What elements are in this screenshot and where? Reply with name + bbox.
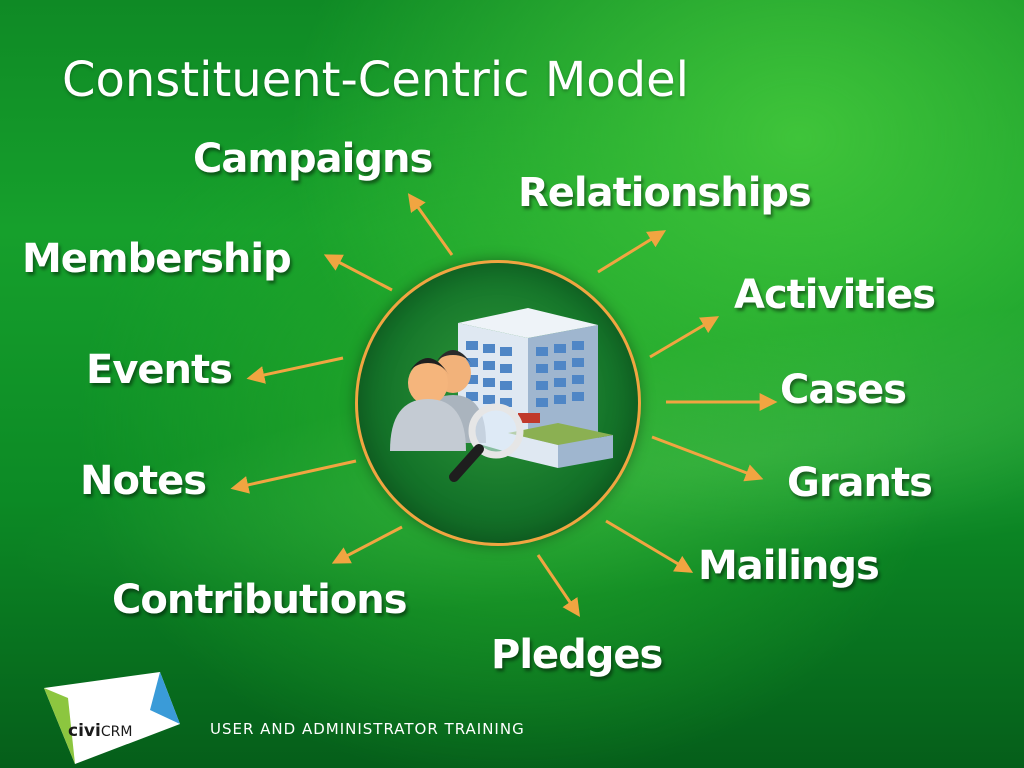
module-label-cases: Cases xyxy=(780,367,907,413)
module-label-contributions: Contributions xyxy=(112,577,408,623)
logo-civi: civi xyxy=(68,721,101,741)
arrow-to-events xyxy=(246,356,344,384)
module-label-activities: Activities xyxy=(734,272,936,318)
hub-circle xyxy=(355,260,641,546)
footer-text: USER AND ADMINISTRATOR TRAINING xyxy=(210,720,525,738)
civicrm-logo-text: civiCRM xyxy=(68,721,132,741)
arrow-to-membership xyxy=(323,254,393,292)
arrow-to-mailings xyxy=(605,519,694,573)
arrow-to-campaigns xyxy=(407,193,454,256)
arrow-to-activities xyxy=(649,316,720,359)
logo-crm: CRM xyxy=(100,724,133,740)
arrow-to-pledges xyxy=(536,554,581,617)
building-people-magnifier-icon xyxy=(390,308,613,482)
module-label-campaigns: Campaigns xyxy=(193,136,433,182)
module-label-notes: Notes xyxy=(80,458,207,504)
arrow-to-relationships xyxy=(597,230,667,274)
slide-title: Constituent-Centric Model xyxy=(62,52,689,108)
module-label-mailings: Mailings xyxy=(698,543,880,589)
module-label-grants: Grants xyxy=(787,460,933,506)
civicrm-logo xyxy=(44,672,180,764)
arrow-to-contributions xyxy=(331,525,403,564)
module-label-events: Events xyxy=(86,347,233,393)
module-label-membership: Membership xyxy=(22,236,292,282)
module-label-relationships: Relationships xyxy=(518,170,812,216)
arrow-to-notes xyxy=(230,459,357,494)
module-label-pledges: Pledges xyxy=(491,632,663,678)
arrow-to-grants xyxy=(651,435,764,482)
